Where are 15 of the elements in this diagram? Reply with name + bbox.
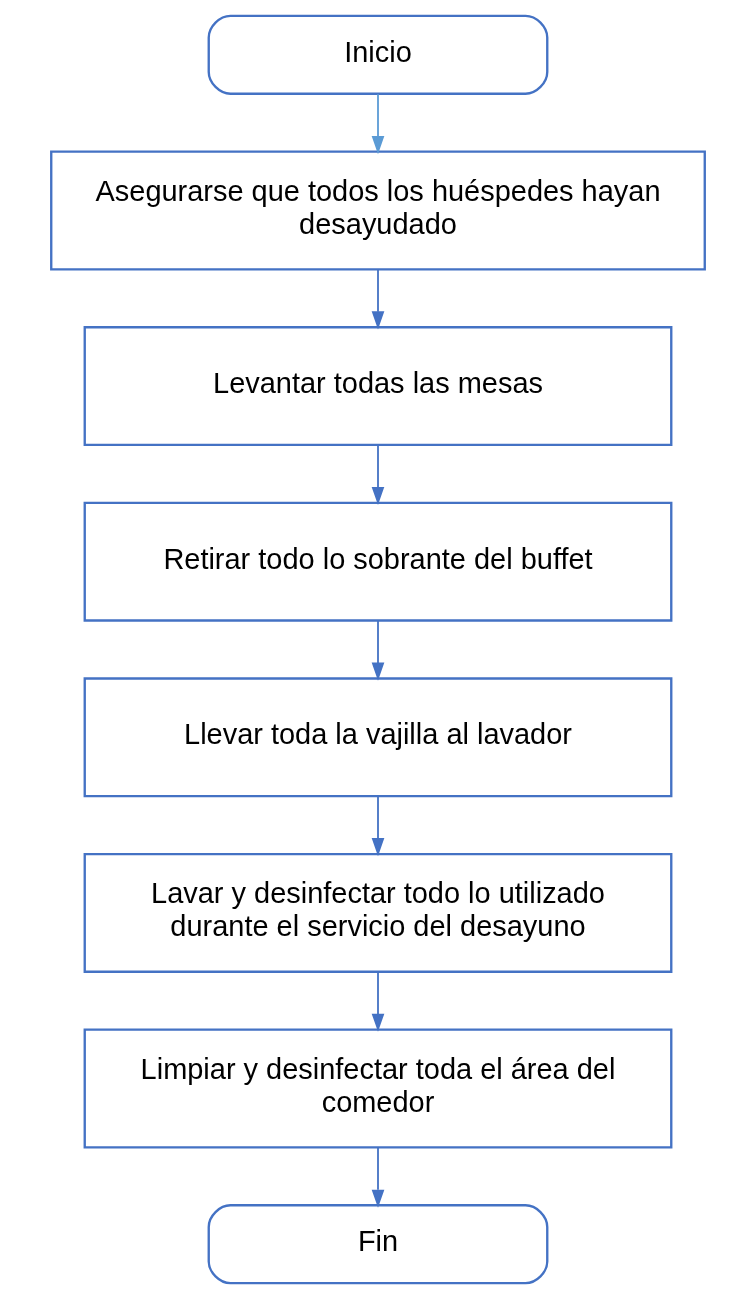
arrow	[371, 795, 384, 857]
node-box: Levantar todas las mesas	[83, 326, 672, 447]
arrow	[371, 1146, 384, 1208]
node-box: Fin	[207, 1204, 548, 1285]
arrow	[371, 93, 384, 155]
node-box: Llevar toda la vajilla al lavador	[83, 677, 672, 798]
node-box: Retirar todo lo sobrante del buffet	[83, 501, 672, 622]
node-box: Lavar y desinfectar todo lo utilizado durante el servicio del desayuno	[83, 852, 672, 973]
arrow	[371, 444, 384, 506]
arrow	[371, 268, 384, 330]
node-box: Inicio	[207, 14, 548, 95]
node-box: Asegurarse que todos los huéspedes hayan desayudado	[49, 150, 706, 271]
node-box: Limpiar y desinfectar toda el área del comedor	[83, 1028, 672, 1149]
arrow	[371, 971, 384, 1032]
arrow	[371, 619, 384, 681]
